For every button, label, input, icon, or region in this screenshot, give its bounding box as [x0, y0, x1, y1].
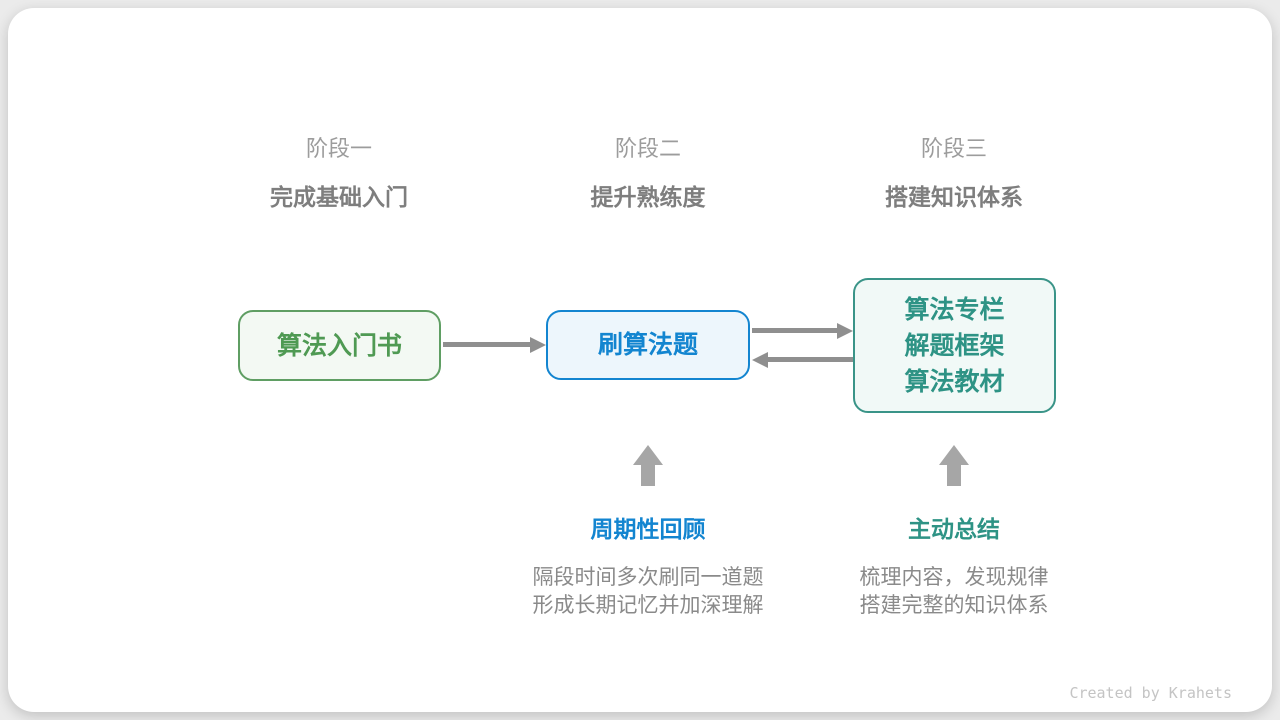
arrow-shaft	[752, 328, 839, 333]
stage-2-subtitle: 提升熟练度	[590, 184, 706, 210]
stage-2-label: 阶段二	[614, 136, 681, 161]
annotation-summarize: 主动总结 梳理内容，发现规律 搭建完整的知识体系	[794, 516, 1114, 620]
node-practice-label: 刷算法题	[597, 331, 698, 359]
arrow-shaft	[443, 342, 532, 347]
annotation-summarize-line-2: 搭建完整的知识体系	[859, 594, 1049, 617]
arrow-head-right	[530, 337, 546, 353]
arrow-up-stem	[641, 464, 655, 486]
stage-3-label: 阶段三	[920, 136, 987, 161]
node-practice: 刷算法题	[546, 310, 750, 380]
diagram-canvas: 阶段一 完成基础入门 阶段二 提升熟练度 阶段三 搭建知识体系 算法入门书 刷算…	[8, 8, 1272, 712]
credit-text: Created by Krahets	[1069, 684, 1232, 702]
arrow-up-stem	[947, 464, 961, 486]
stage-1-subtitle: 完成基础入门	[270, 184, 408, 210]
annotation-summarize-line-1: 梳理内容，发现规律	[859, 566, 1049, 589]
arrow-right-icon	[752, 323, 853, 339]
arrow-head-right	[837, 323, 853, 339]
stage-1-label: 阶段一	[305, 136, 372, 161]
stage-3-header: 阶段三 搭建知识体系	[794, 136, 1114, 210]
node-resources: 算法专栏 解题框架 算法教材	[853, 278, 1056, 413]
arrow-head-left	[752, 352, 768, 368]
node-resources-line-1: 算法专栏	[904, 295, 1005, 324]
arrow-shaft	[766, 357, 853, 362]
arrow-up-icon	[633, 445, 663, 486]
annotation-review-title: 周期性回顾	[590, 516, 706, 542]
arrow-left-icon	[752, 352, 853, 368]
stage-3-subtitle: 搭建知识体系	[885, 184, 1023, 210]
node-intro-book-label: 算法入门书	[276, 331, 402, 360]
annotation-review-line-1: 隔段时间多次刷同一道题	[532, 566, 764, 589]
arrow-up-icon	[939, 445, 969, 486]
stage-2-header: 阶段二 提升熟练度	[488, 136, 808, 210]
stage-1-header: 阶段一 完成基础入门	[179, 136, 499, 210]
node-intro-book: 算法入门书	[238, 310, 441, 381]
annotation-review: 周期性回顾 隔段时间多次刷同一道题 形成长期记忆并加深理解	[488, 516, 808, 620]
arrow-up-head	[939, 445, 969, 465]
annotation-summarize-title: 主动总结	[908, 516, 1000, 542]
arrow-up-head	[633, 445, 663, 465]
node-resources-line-2: 解题框架	[904, 331, 1005, 360]
annotation-review-line-2: 形成长期记忆并加深理解	[532, 594, 764, 617]
node-resources-line-3: 算法教材	[904, 367, 1005, 396]
arrow-right-icon	[443, 337, 546, 353]
